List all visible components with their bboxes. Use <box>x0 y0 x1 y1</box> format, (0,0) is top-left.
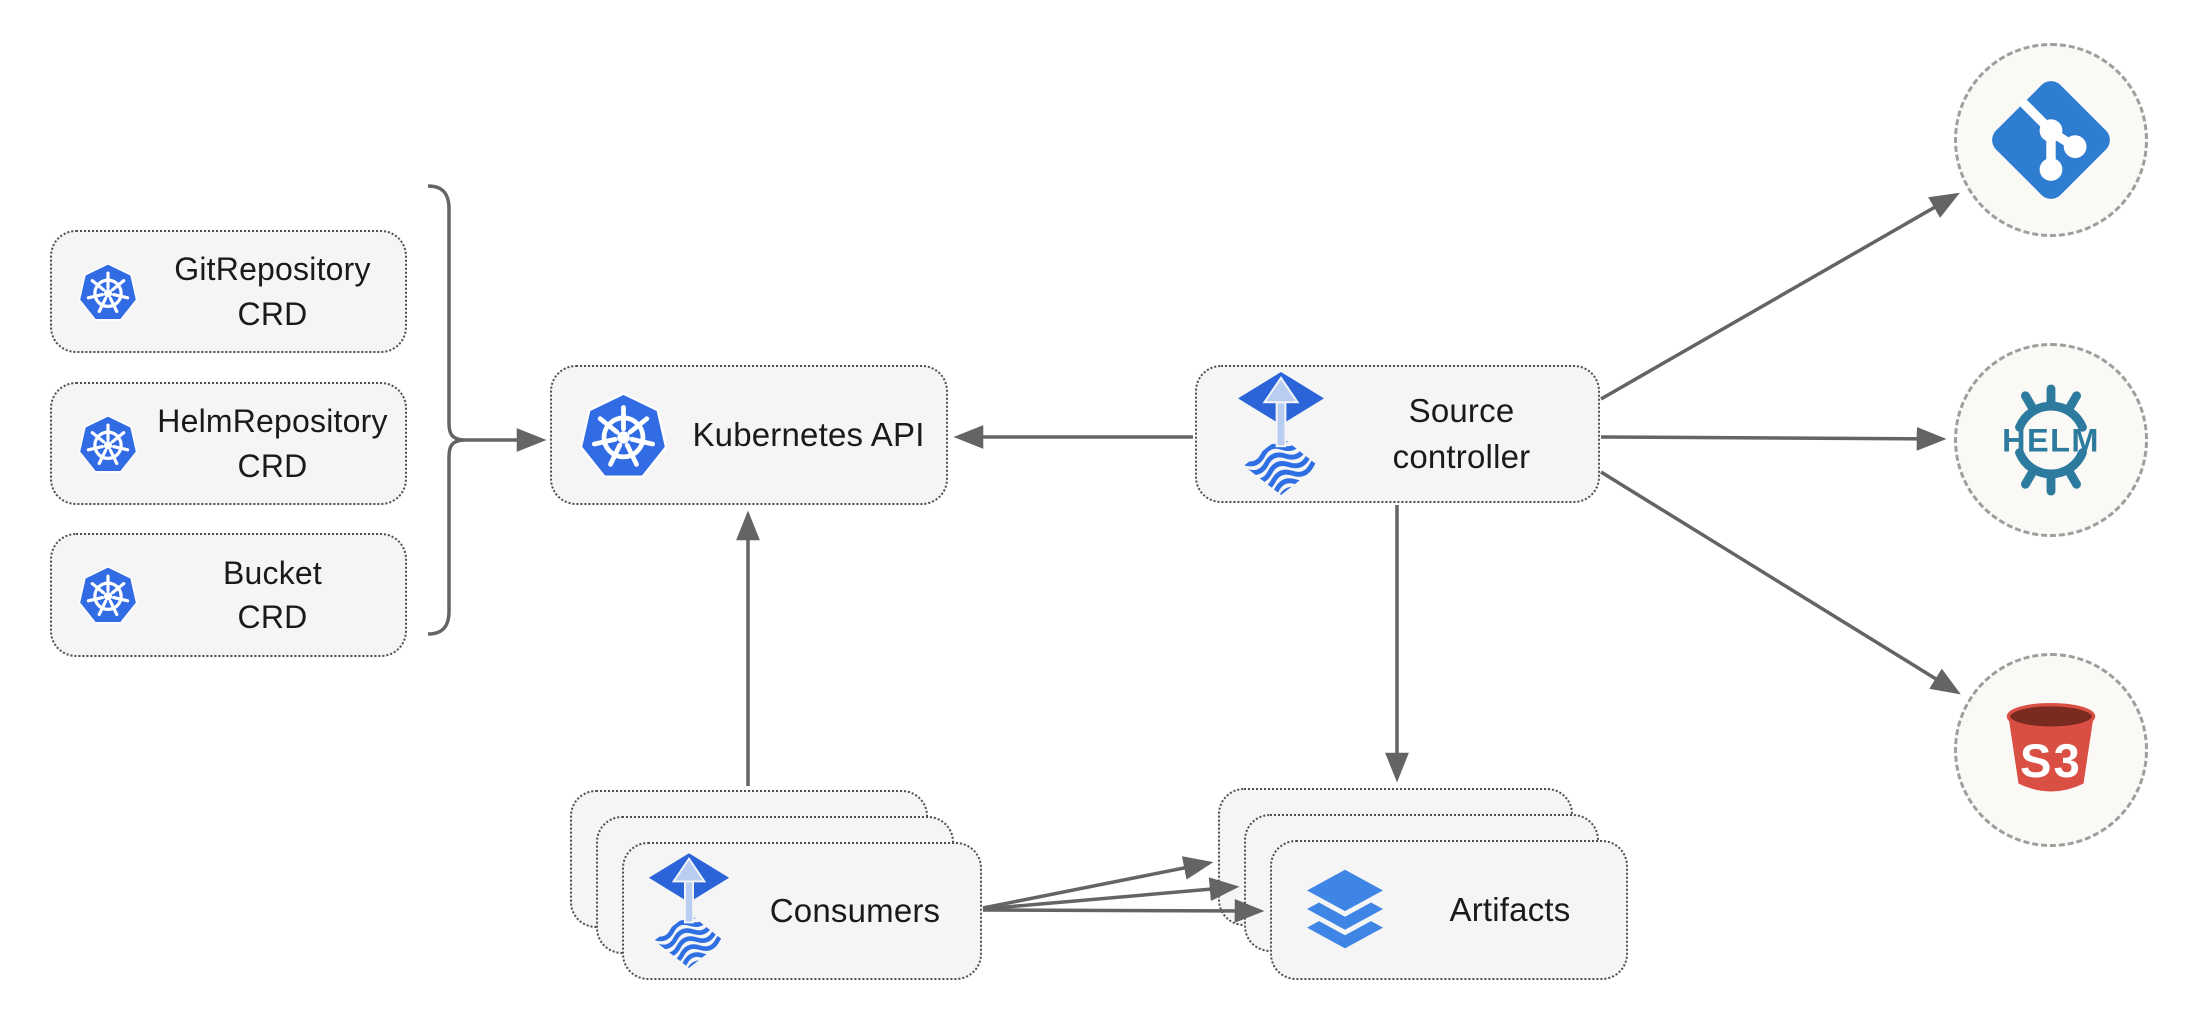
label-line: GitRepository <box>174 251 371 288</box>
label-line: HelmRepository <box>157 403 388 440</box>
label-line: Source <box>1408 392 1515 430</box>
node-s3-source <box>1954 653 2148 847</box>
flux-icon <box>1237 372 1325 497</box>
node-consumers: Consumers <box>622 842 982 980</box>
crd-group-bracket <box>427 184 465 636</box>
kubernetes-icon <box>76 412 140 476</box>
node-label: Bucket CRD <box>140 551 405 639</box>
node-helmrepository-crd: HelmRepository CRD <box>50 382 407 505</box>
helm-icon <box>1992 381 2110 499</box>
label-line: Artifacts <box>1449 891 1571 929</box>
label-line: Kubernetes API <box>692 416 925 454</box>
node-bucket-crd: Bucket CRD <box>50 533 407 657</box>
node-label: Kubernetes API <box>671 412 946 458</box>
node-source-controller: Source controller <box>1195 365 1600 503</box>
label-line: CRD <box>237 295 308 332</box>
label-line: controller <box>1392 438 1531 475</box>
node-helm-source <box>1954 343 2148 537</box>
git-icon <box>1984 73 2118 207</box>
kubernetes-icon <box>76 260 140 324</box>
label-line: Bucket <box>222 554 323 591</box>
label-line: CRD <box>237 447 308 484</box>
node-label: Artifacts <box>1394 887 1626 933</box>
node-kubernetes-api: Kubernetes API <box>550 365 948 505</box>
arrow-source-to-s3 <box>1600 470 1961 695</box>
node-artifacts: Artifacts <box>1270 840 1628 980</box>
kubernetes-icon <box>76 563 140 627</box>
node-label: HelmRepository CRD <box>140 399 405 487</box>
arrow-source-to-helm <box>1600 426 1947 451</box>
node-label: Source controller <box>1325 388 1598 479</box>
arrow-consumers-to-artifacts-back <box>982 856 1214 910</box>
arrow-source-to-git <box>1600 192 1960 401</box>
arrow-consumers-to-artifacts-middle <box>982 877 1240 911</box>
label-line: CRD <box>237 599 308 635</box>
label-line: Consumers <box>769 892 941 930</box>
kubernetes-icon <box>576 388 671 483</box>
s3-bucket-icon <box>1995 694 2107 806</box>
layers-icon <box>1296 865 1394 955</box>
flux-icon <box>648 853 730 970</box>
node-git-source <box>1954 43 2148 237</box>
node-gitrepository-crd: GitRepository CRD <box>50 230 407 353</box>
arrow-consumers-to-artifacts-front <box>982 899 1265 923</box>
node-label: Consumers <box>730 888 980 934</box>
node-label: GitRepository CRD <box>140 247 405 335</box>
